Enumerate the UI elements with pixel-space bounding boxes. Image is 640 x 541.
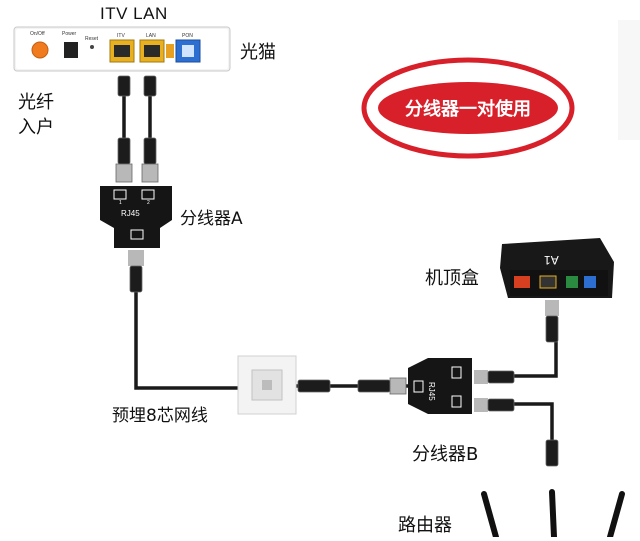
reset-hole-icon — [90, 45, 94, 49]
port-2-icon — [141, 189, 155, 200]
onoff-text: On/Off — [30, 31, 45, 37]
reset-text: Reset — [85, 36, 99, 42]
stb-logo-text: A1 — [544, 253, 559, 267]
port-1-text: 1 — [119, 200, 122, 206]
port-out-icon — [130, 229, 144, 240]
cables — [122, 90, 558, 442]
modem-connectors — [115, 75, 159, 183]
stamp-badge — [361, 57, 575, 159]
splitter-a-label: 分线器A — [180, 209, 243, 229]
lan-port-text: LAN — [146, 33, 156, 39]
splitter-b-label: 分线器B — [412, 444, 479, 465]
optical-modem — [13, 26, 231, 72]
set-top-box-label: 机顶盒 — [425, 268, 479, 289]
modem-label: 光猫 — [240, 42, 276, 63]
stamp-text: 分线器一对使用 — [405, 99, 531, 120]
power-jack-icon — [64, 42, 78, 58]
splitter-a-rj45-text: RJ45 — [121, 209, 140, 218]
itv-port-text: ITV — [117, 33, 125, 39]
itv-lan-label: ITV LAN — [100, 4, 168, 23]
power-button-icon — [31, 41, 49, 59]
power-text: Power — [62, 31, 77, 37]
splitter-a — [100, 186, 172, 293]
fiber-in-label: 光纤入户 — [18, 92, 54, 138]
router — [481, 489, 625, 540]
router-label: 路由器 — [398, 515, 452, 536]
pon-port-text: PON — [182, 33, 193, 39]
set-top-box — [500, 238, 614, 343]
splitter-b — [408, 358, 559, 467]
watermark-strip — [618, 20, 640, 140]
wall-plate — [237, 355, 297, 415]
cable-connectors — [297, 377, 407, 395]
port-2-text: 2 — [147, 200, 150, 206]
port-1-icon — [113, 189, 127, 200]
cable-label: 预埋8芯网线 — [112, 406, 208, 426]
splitter-b-rj45-text: RJ45 — [427, 382, 436, 401]
